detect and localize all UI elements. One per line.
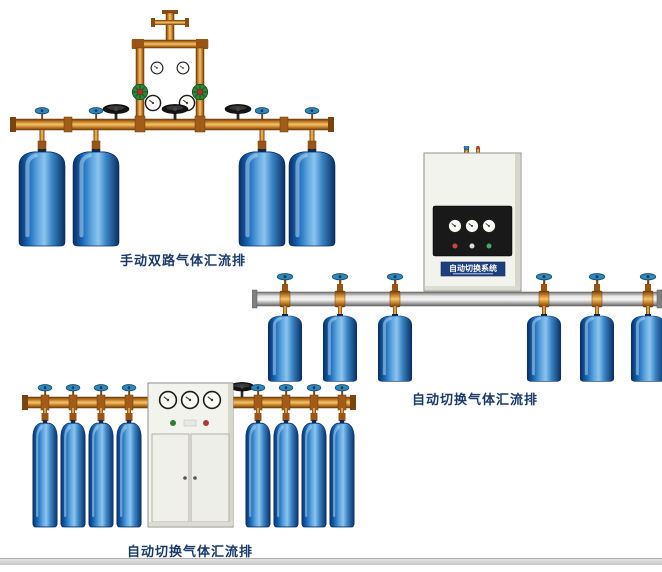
- cylinder-station: [376, 273, 414, 382]
- manifold-top-assembly: [131, 10, 209, 120]
- regulator-knob-icon: [131, 83, 149, 101]
- shutoff-valve-handwheel-icon: [304, 107, 320, 120]
- cylinder-station: [61, 384, 86, 527]
- pressure-gauge-icon: [481, 218, 497, 234]
- cylinder-station: [73, 107, 119, 246]
- gas-cylinder: [33, 420, 58, 527]
- pressure-gauge-icon: [180, 390, 200, 410]
- cylinder-station: [33, 384, 58, 527]
- valve-handwheel-black-icon: [161, 104, 189, 120]
- gas-cylinder: [246, 420, 271, 527]
- indicator-knob: [170, 420, 176, 426]
- cylinder-station: [321, 273, 359, 382]
- cylinder-station: [289, 107, 335, 246]
- control-cabinet: [147, 382, 234, 528]
- cabinet-door: [190, 433, 230, 523]
- product-caption-auto-1: 自动切换气体汇流排: [411, 392, 538, 407]
- pressure-gauge-icon: [447, 218, 463, 234]
- door-handle: [183, 476, 187, 480]
- cylinder-station: [302, 384, 327, 527]
- cabinet-label: 自动切换系统: [449, 263, 497, 273]
- cylinder-station: [89, 384, 114, 527]
- manifold-main-pipe: [10, 115, 334, 133]
- cylinder-station: [274, 384, 299, 527]
- gas-cylinder: [73, 149, 119, 246]
- cylinder-station: [578, 273, 616, 382]
- gas-cylinder: [266, 314, 304, 382]
- cylinder-station: [117, 384, 142, 527]
- auto-switch-manifold-illustration-1: 自动切换系统: [252, 146, 662, 382]
- indicator-light: [452, 243, 458, 249]
- cabinet-door: [151, 433, 190, 523]
- gas-cylinder: [578, 314, 616, 382]
- cylinder-station: [19, 107, 65, 246]
- pressure-gauge-icon: [464, 218, 480, 234]
- pressure-gauge-icon: [176, 61, 190, 75]
- cylinder-station: [246, 384, 271, 527]
- shutoff-valve-handwheel-icon: [254, 107, 270, 120]
- shutoff-valve-handwheel-icon: [34, 107, 50, 120]
- door-handle: [193, 476, 197, 480]
- gas-cylinder: [629, 314, 662, 382]
- cylinder-station: [525, 273, 563, 382]
- pressure-gauge-icon: [158, 390, 178, 410]
- auto-switch-manifold-illustration-2: [22, 382, 356, 536]
- regulator-knob-icon: [191, 83, 209, 101]
- gas-cylinder: [376, 314, 414, 382]
- valve-handwheel-black-icon: [229, 382, 255, 397]
- indicator-light: [486, 243, 492, 249]
- gas-cylinder: [302, 420, 327, 527]
- cylinder-station: [330, 384, 355, 527]
- product-caption-manual-dual: 手动双路气体汇流排: [119, 253, 246, 268]
- valve-handle-icon: [476, 146, 480, 150]
- cylinder-station: [629, 273, 662, 382]
- valve-handle-icon: [463, 146, 470, 151]
- cabinet-label-plate: [440, 261, 506, 277]
- gas-cylinder: [525, 314, 563, 382]
- shutoff-valve-handwheel-icon: [88, 107, 104, 120]
- manual-dual-manifold-illustration: [10, 10, 344, 258]
- cylinder-station: [239, 107, 285, 246]
- gas-cylinder: [19, 149, 65, 246]
- gas-cylinder: [117, 420, 142, 527]
- gas-cylinder: [330, 420, 355, 527]
- pressure-gauge-icon: [144, 94, 162, 112]
- pressure-gauge-icon: [202, 390, 222, 410]
- gas-cylinder: [321, 314, 359, 382]
- product-caption-auto-2: 自动切换气体汇流排: [126, 544, 253, 559]
- gas-cylinder: [274, 420, 299, 527]
- valve-handwheel-black-icon: [224, 104, 252, 120]
- indicator-light: [469, 243, 475, 249]
- page-bottom-border: [0, 558, 662, 565]
- indicator-knob: [203, 420, 209, 426]
- gas-cylinder: [61, 420, 86, 527]
- pressure-gauge-icon: [150, 61, 164, 75]
- valve-handwheel-black-icon: [102, 104, 130, 120]
- cylinder-station: [266, 273, 304, 382]
- control-cabinet: 自动切换系统: [423, 146, 522, 292]
- gas-cylinder: [89, 420, 114, 527]
- manifold-main-pipe: [252, 289, 662, 309]
